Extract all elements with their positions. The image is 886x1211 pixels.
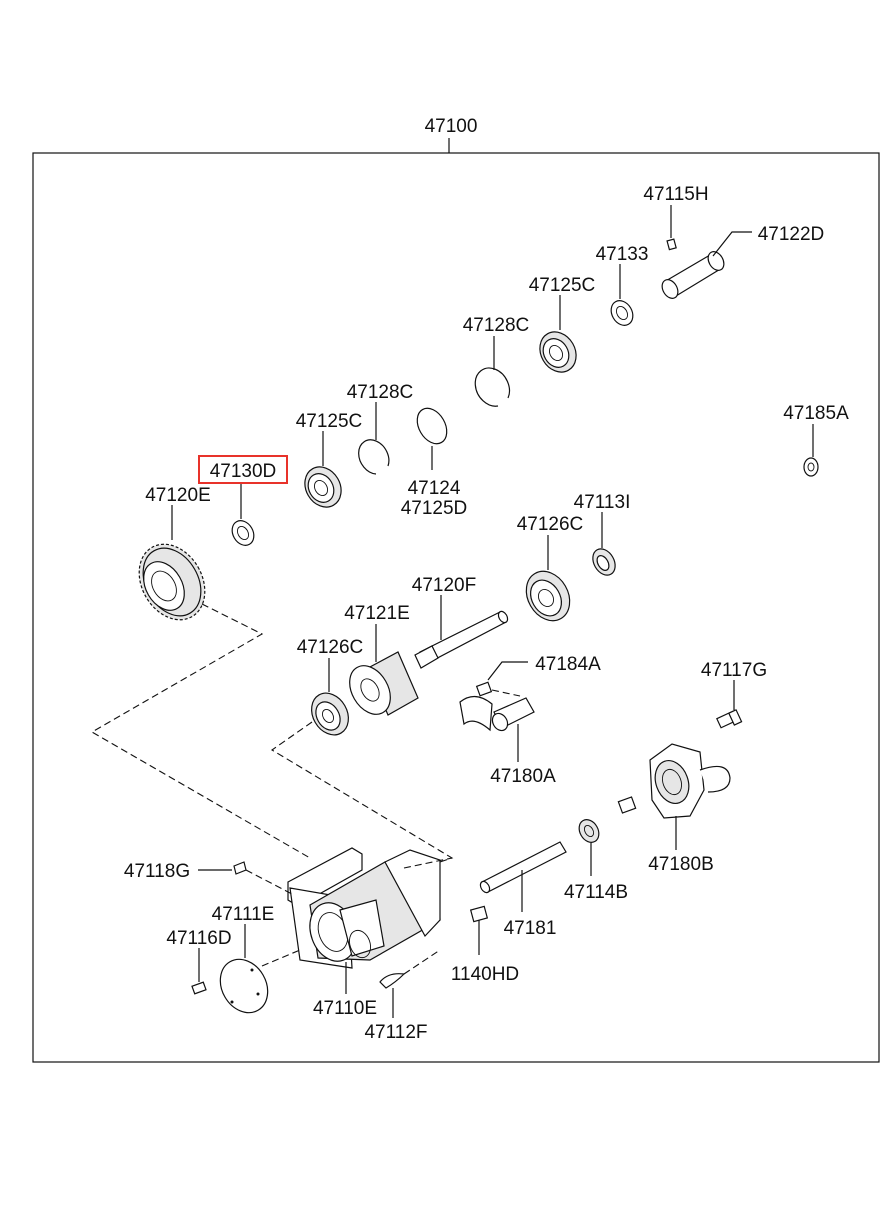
leader-47122D [712,231,752,257]
label-47121E: 47121E [344,603,410,624]
label-47126C-left: 47126C [297,637,364,658]
part-47121E-hub[interactable] [341,651,419,722]
part-47126C-bearing-right[interactable] [518,563,579,628]
plate-alignment-line [261,949,301,967]
part-47117G-bolt[interactable] [716,709,743,729]
clip-alignment-line [403,949,441,975]
label-1140HD: 1140HD [451,964,519,985]
shaft-to-housing-routing [270,721,454,863]
label-47125D: 47125D [401,498,468,519]
label-47128C-top: 47128C [463,315,530,336]
part-47185A-nut[interactable] [803,457,819,477]
label-47124: 47124 [408,478,461,499]
label-47118G: 47118G [124,861,190,882]
part-47125C-bearing-top[interactable] [533,325,583,378]
gear-to-housing-routing [90,603,311,859]
leader-47184A [487,661,528,681]
part-47118G-pin[interactable] [233,861,247,875]
label-47115H: 47115H [643,184,708,205]
part-47120E-gear[interactable] [126,532,218,631]
label-47120F: 47120F [412,575,476,596]
part-47181-rod[interactable] [479,841,567,894]
label-47181: 47181 [504,918,557,939]
part-47125C-bearing-mid[interactable] [298,460,348,513]
part-1140HD-bolt[interactable] [469,905,489,923]
label-47114B: 47114B [564,882,628,903]
part-47115H-pin[interactable] [666,238,677,251]
part-47126C-bearing-left[interactable] [304,686,355,741]
part-small-bolt[interactable] [617,796,637,814]
assembly-number-label: 47100 [425,116,478,137]
part-47113I-seal[interactable] [588,545,619,579]
part-47111E-cover-plate[interactable] [211,951,277,1021]
part-47128C-snap-ring-top[interactable] [474,367,511,407]
label-47122D: 47122D [758,224,825,245]
part-47114B-washer[interactable] [575,816,603,846]
part-47128C-snap-ring-mid[interactable] [358,439,390,475]
part-47180B-cover[interactable] [649,743,731,819]
label-47133: 47133 [596,244,649,265]
pin-alignment-line [245,869,293,895]
label-47130D[interactable]: 47130D [210,461,277,482]
label-47125C-top: 47125C [529,275,596,296]
label-47125C-mid: 47125C [296,411,363,432]
label-47180A: 47180A [490,766,556,787]
label-47112F: 47112F [364,1022,427,1043]
label-47185A: 47185A [783,403,849,424]
label-47116D: 47116D [166,928,231,949]
label-47126C-right: 47126C [517,514,584,535]
bolt-alignment-line [491,689,521,697]
label-47184A: 47184A [535,654,601,675]
part-47112F-clip[interactable] [379,973,406,989]
label-47180B: 47180B [648,854,714,875]
part-47116D-screw[interactable] [191,981,207,995]
part-47133-washer[interactable] [607,297,637,330]
part-47122D-sleeve[interactable] [659,249,727,301]
label-47128C-mid: 47128C [347,382,414,403]
housing-alignment-line [403,857,453,869]
part-47180A-fork[interactable] [459,695,535,733]
label-47111E: 47111E [212,904,275,925]
highlight-box-47130D [198,455,288,484]
label-47117G: 47117G [701,660,767,681]
part-47110E-housing[interactable] [287,847,441,969]
label-47110E: 47110E [313,998,377,1019]
part-47120F-shaft[interactable] [414,610,509,669]
part-47184A-bolt[interactable] [475,681,493,697]
label-47120E: 47120E [145,485,211,506]
part-47124-ring[interactable] [411,403,453,449]
part-47130D-washer[interactable] [228,517,258,550]
label-47113I: 47113I [574,492,631,513]
assembly-frame [32,152,880,1063]
